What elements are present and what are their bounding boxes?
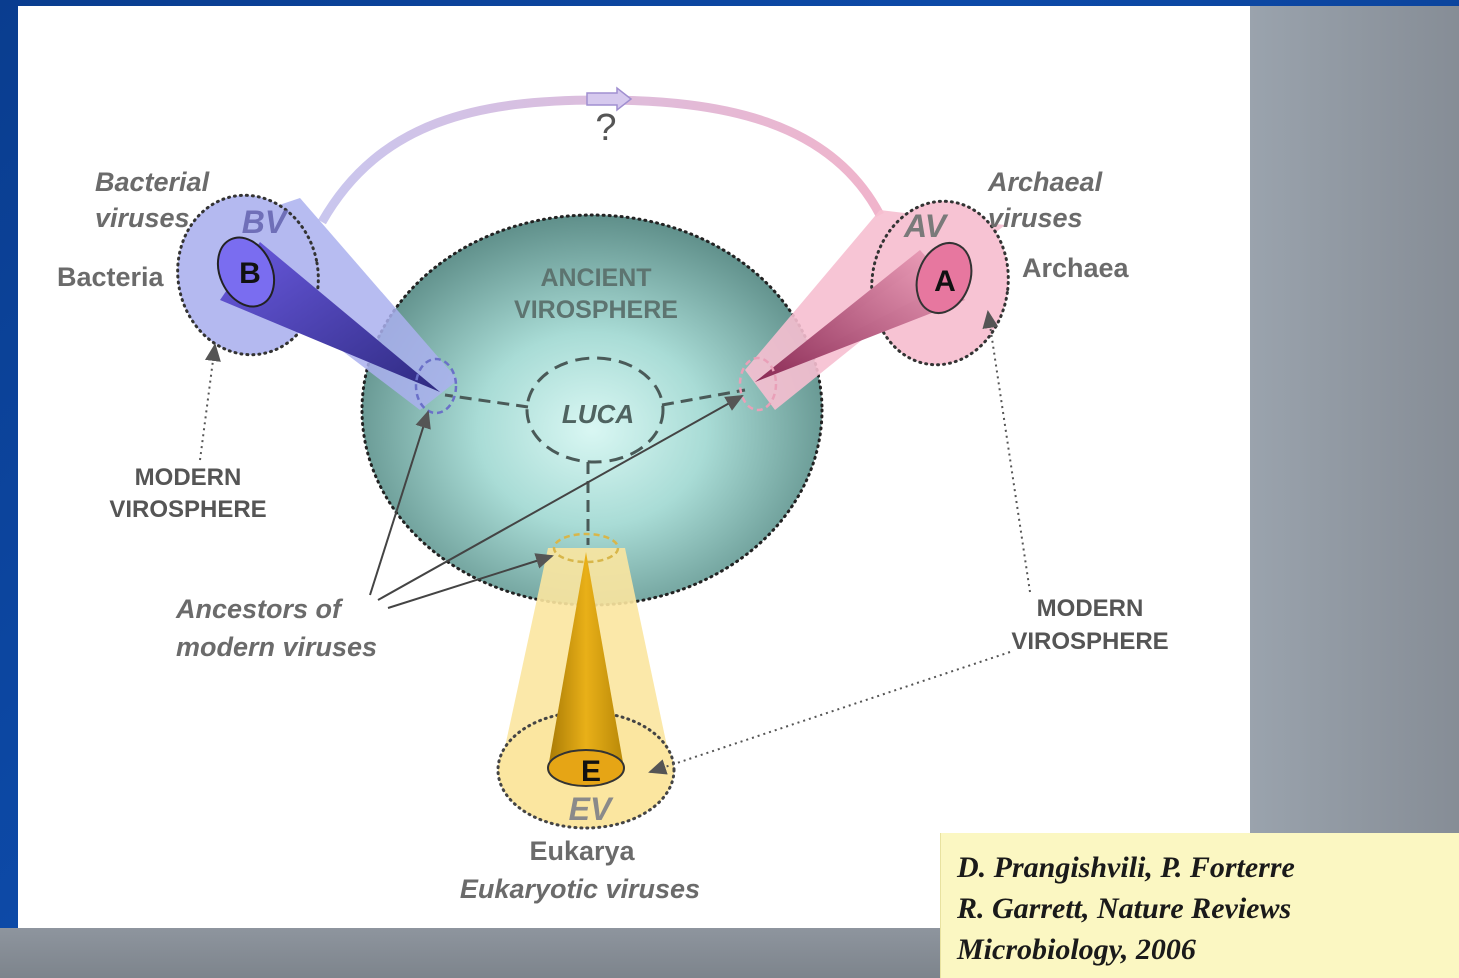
bacteria-abbr: BV [242, 204, 289, 240]
modern-left-line1: MODERN [135, 464, 242, 491]
modern-right-pointer-down [648, 651, 1011, 775]
modern-right-line2: VIROSPHERE [1011, 628, 1168, 655]
ancestor-arrow-bacteria [369, 410, 431, 596]
side-panel [1250, 6, 1459, 966]
citation-box: D. Prangishvili, P. Forterre R. Garrett,… [940, 833, 1459, 978]
citation-line-1: D. Prangishvili, P. Forterre [957, 851, 1295, 884]
modern-left-line2: VIROSPHERE [109, 496, 266, 523]
bacteria-cone [176, 193, 458, 415]
archaea-domain-label: Archaea [1022, 253, 1130, 283]
citation-line-3: Microbiology, 2006 [957, 933, 1196, 966]
eukaryotic-viruses-label: Eukaryotic viruses [460, 874, 700, 904]
ancestors-line1: Ancestors of [175, 594, 344, 624]
luca-link-archaea [661, 388, 746, 407]
ancestor-arrow-archaea [377, 395, 744, 601]
eukarya-abbr: EV [569, 791, 614, 827]
luca-circle [525, 356, 665, 464]
ancient-label-line1: ANCIENT [540, 264, 651, 292]
archaea-cone [738, 199, 1010, 412]
bacteria-letter: B [239, 257, 261, 290]
question-mark: ? [595, 107, 616, 149]
eukarya-domain-label: Eukarya [529, 836, 635, 866]
bacterial-viruses-line2: viruses [95, 203, 190, 233]
ancient-virosphere [360, 213, 824, 607]
modern-left-pointer [199, 343, 221, 461]
ancestors-line2: modern viruses [176, 632, 377, 662]
ancient-label-line2: VIROSPHERE [514, 296, 678, 324]
citation-line-2: R. Garrett, Nature Reviews [957, 892, 1292, 925]
luca-link-bacteria [444, 393, 529, 409]
archaeal-viruses-line2: viruses [988, 203, 1083, 233]
arc-arrow-icon [586, 86, 633, 112]
bacteria-domain-label: Bacteria [57, 262, 165, 292]
eukarya-letter: E [581, 755, 601, 788]
eukarya-cone [496, 532, 676, 830]
modern-right-pointer-up [982, 310, 1031, 593]
bacterial-viruses-line1: Bacterial [95, 167, 210, 197]
archaeal-viruses-line1: Archaeal [987, 167, 1103, 197]
archaea-abbr: AV [903, 208, 949, 244]
archaea-letter: A [934, 265, 956, 298]
ancestor-arrow-eukarya [387, 553, 554, 609]
luca-label: LUCA [562, 399, 634, 429]
modern-right-line1: MODERN [1037, 595, 1144, 622]
